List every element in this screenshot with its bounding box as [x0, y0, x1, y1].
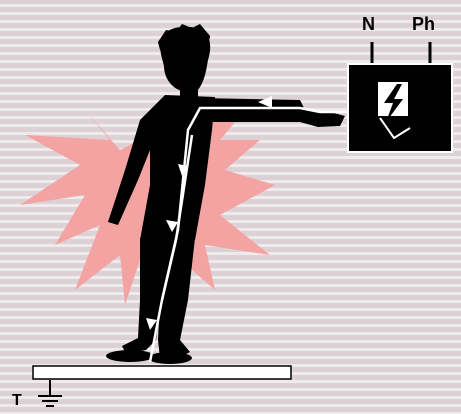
- stripe: [0, 284, 461, 287]
- stripe: [0, 268, 461, 271]
- stripe: [0, 252, 461, 255]
- stripe: [0, 60, 461, 63]
- stripe: [0, 292, 461, 295]
- floor-platform: [33, 366, 291, 379]
- stripe: [0, 36, 461, 39]
- stripe: [0, 52, 461, 55]
- stripe: [0, 356, 461, 359]
- stripe: [0, 316, 461, 319]
- stripe: [0, 396, 461, 399]
- earth-label: T: [12, 392, 22, 409]
- phase-label: Ph: [412, 14, 435, 34]
- stripe: [0, 308, 461, 311]
- stripe: [0, 20, 461, 23]
- lightning-icon: [378, 82, 408, 122]
- stripe: [0, 340, 461, 343]
- stripe: [0, 404, 461, 407]
- stripe: [0, 388, 461, 391]
- stripe: [0, 212, 461, 215]
- right-shoe: [148, 352, 192, 364]
- stripe: [0, 28, 461, 31]
- stripe: [0, 348, 461, 351]
- stripe: [0, 300, 461, 303]
- stripe: [0, 276, 461, 279]
- stripe: [0, 324, 461, 327]
- stripe: [0, 12, 461, 15]
- stripe: [0, 380, 461, 383]
- stripe: [0, 260, 461, 263]
- neutral-label: N: [362, 14, 375, 34]
- stripe: [0, 332, 461, 335]
- stripe: [0, 4, 461, 7]
- stripe: [0, 44, 461, 47]
- left-shoe: [106, 350, 154, 362]
